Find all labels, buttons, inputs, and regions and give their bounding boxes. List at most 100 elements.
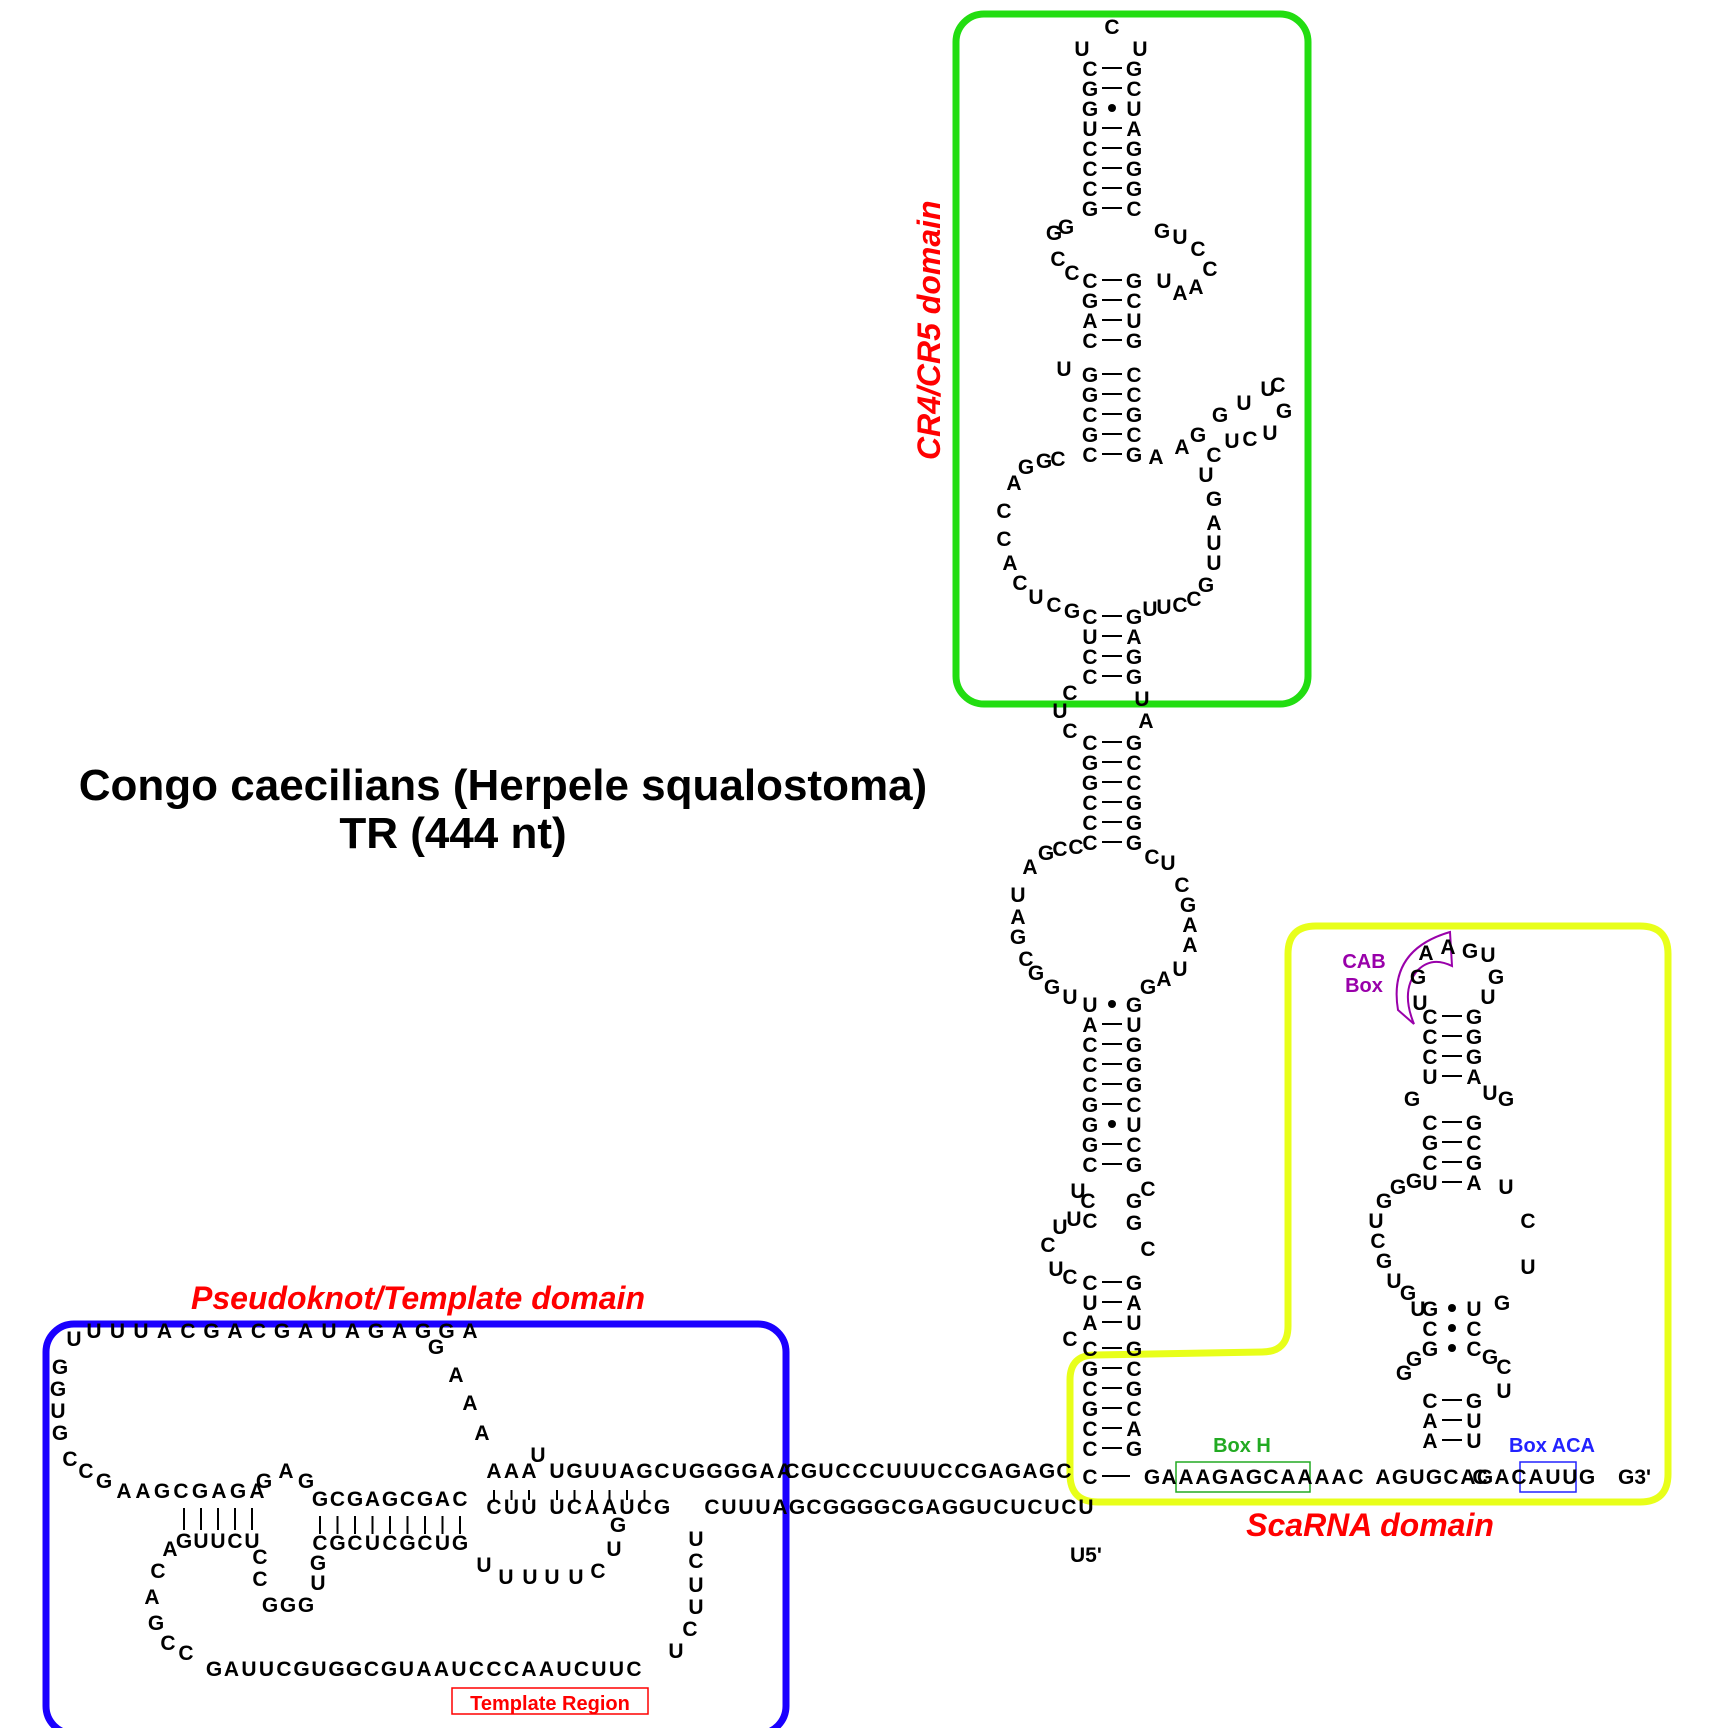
- loop-nucleotide: G: [1376, 1250, 1392, 1273]
- loop-nucleotide: C: [1242, 428, 1257, 451]
- pk-nucleotide: A: [392, 1320, 407, 1343]
- nucleotide-left: U: [1082, 626, 1097, 649]
- loop-nucleotide: U: [1134, 688, 1149, 711]
- loop-nucleotide: G: [1376, 1190, 1392, 1213]
- linker-nucleotide: C: [891, 1496, 906, 1519]
- loop-nucleotide: G: [1400, 1282, 1416, 1305]
- loop-nucleotide: C: [1040, 1234, 1055, 1257]
- linker-nucleotide: U: [1044, 1496, 1059, 1519]
- scarna-left: C: [1422, 1046, 1437, 1069]
- linker-nucleotide: C: [1027, 1496, 1042, 1519]
- scarna-left: C: [1422, 1026, 1437, 1049]
- pk-helix-nucleotide: U: [672, 1460, 687, 1483]
- scarna-tail-nucleotide: A: [1195, 1466, 1210, 1489]
- loop-nucleotide: U: [1062, 986, 1077, 1009]
- template-nucleotide: G: [328, 1658, 344, 1681]
- pk-nucleotide: C: [312, 1532, 327, 1555]
- linker-nucleotide: G: [1039, 1460, 1055, 1483]
- nucleotide-left: C: [1082, 1034, 1097, 1057]
- pk-nucleotide: U: [544, 1566, 559, 1589]
- scarna-domain-label: ScaRNA domain: [1246, 1507, 1494, 1543]
- nucleotide-right: G: [1126, 1338, 1142, 1361]
- template-nucleotide: U: [609, 1658, 624, 1681]
- loop-nucleotide: G: [1046, 222, 1062, 245]
- pk-nucleotide: C: [180, 1320, 195, 1343]
- scarna-domain-box: [1066, 922, 1672, 1506]
- nucleotide-right: G: [1126, 1378, 1142, 1401]
- loop-nucleotide: C: [1018, 948, 1033, 971]
- linker-nucleotide: C: [993, 1496, 1008, 1519]
- scarna-tail-nucleotide: A: [1331, 1466, 1346, 1489]
- pk-helix-nucleotide: G: [741, 1460, 757, 1483]
- linker-nucleotide: C: [954, 1460, 969, 1483]
- pk-nucleotide: A: [365, 1488, 380, 1511]
- loop-nucleotide: A: [1022, 856, 1037, 879]
- nucleotide-right: G: [1126, 994, 1142, 1017]
- scarna-tail-nucleotide: A: [1297, 1466, 1312, 1489]
- nucleotide-left: C: [1082, 1054, 1097, 1077]
- nucleotide-right: G: [1126, 330, 1142, 353]
- loop-nucleotide: U: [1496, 1380, 1511, 1403]
- pk-nucleotide: U: [50, 1400, 65, 1423]
- scarna-tail-nucleotide: G: [1144, 1466, 1160, 1489]
- pk-nucleotide: C: [252, 1568, 267, 1591]
- pk-nucleotide: G: [148, 1612, 164, 1635]
- nucleotide-right: G: [1126, 404, 1142, 427]
- loop-nucleotide: C: [1062, 682, 1077, 705]
- pk-helix-nucleotide: A: [584, 1496, 599, 1519]
- pseudoknot-domain-box: [42, 1320, 790, 1728]
- loop-nucleotide: C: [1206, 444, 1221, 467]
- scarna-left: G: [1422, 1298, 1438, 1321]
- three-prime-end: G3': [1618, 1466, 1651, 1489]
- pk-nucleotide: U: [688, 1574, 703, 1597]
- pk-helix-nucleotide: U: [602, 1460, 617, 1483]
- box-aca-label: Box ACA: [1509, 1435, 1595, 1457]
- loop-nucleotide: A: [1010, 906, 1025, 929]
- loop-nucleotide: C: [1190, 238, 1205, 261]
- pk-nucleotide: U: [210, 1530, 225, 1553]
- scarna-right: C: [1466, 1132, 1481, 1155]
- loop-nucleotide: G: [1154, 220, 1170, 243]
- loop-nucleotide: A: [1206, 512, 1221, 535]
- bulge-nucleotide: U: [1056, 358, 1071, 381]
- pk-nucleotide: G: [230, 1480, 246, 1503]
- nucleotide-left: C: [1082, 330, 1097, 353]
- pk-nucleotide: C: [330, 1488, 345, 1511]
- scarna-right: G: [1466, 1152, 1482, 1175]
- pk-nucleotide: C: [78, 1460, 93, 1483]
- loop-nucleotide: U: [1206, 552, 1221, 575]
- linker-nucleotide: U: [818, 1460, 833, 1483]
- nucleotide-right: G: [1126, 270, 1142, 293]
- nucleotide-left: U: [1082, 1292, 1097, 1315]
- cab-box-outline: [1395, 930, 1454, 1025]
- nucleotide-left: G: [1082, 1134, 1098, 1157]
- pk-nucleotide: C: [227, 1530, 242, 1553]
- pk-helix-nucleotide: A: [521, 1460, 536, 1483]
- nucleotide-left: G: [1082, 198, 1098, 221]
- loop-nucleotide: G: [1190, 424, 1206, 447]
- nucleotide-left: G: [1082, 78, 1098, 101]
- loop-nucleotide: U: [1052, 1216, 1067, 1239]
- nucleotide-right: G: [1126, 646, 1142, 669]
- loop-nucleotide: G: [1140, 976, 1156, 999]
- nucleotide-right: A: [1126, 1292, 1141, 1315]
- template-region-box: [451, 1687, 649, 1715]
- scarna-left: A: [1422, 1410, 1437, 1433]
- nucleotide-left: U: [1082, 994, 1097, 1017]
- scarna-right: U: [1466, 1298, 1481, 1321]
- scarna-left: C: [1422, 1152, 1437, 1175]
- loop-nucleotide: C: [1064, 262, 1079, 285]
- loop-nucleotide: G: [1126, 1212, 1142, 1235]
- cr4-cr5-domain-label: CR4/CR5 domain: [911, 200, 947, 460]
- scarna-tail-nucleotide: C: [1443, 1466, 1458, 1489]
- title-line-1: Congo caecilians (Herpele squalostoma): [79, 761, 927, 810]
- scarna-tail-nucleotide: A: [1494, 1466, 1509, 1489]
- nucleotide-left: C: [1082, 832, 1097, 855]
- nucleotide-left: C: [1082, 1466, 1097, 1489]
- scarna-tail-nucleotide: G: [1246, 1466, 1262, 1489]
- linker-nucleotide: U: [920, 1460, 935, 1483]
- nucleotide-left: C: [1082, 812, 1097, 835]
- pk-nucleotide: G: [298, 1594, 314, 1617]
- pk-helix-nucleotide: U: [549, 1496, 564, 1519]
- pk-helix-nucleotide: C: [654, 1460, 669, 1483]
